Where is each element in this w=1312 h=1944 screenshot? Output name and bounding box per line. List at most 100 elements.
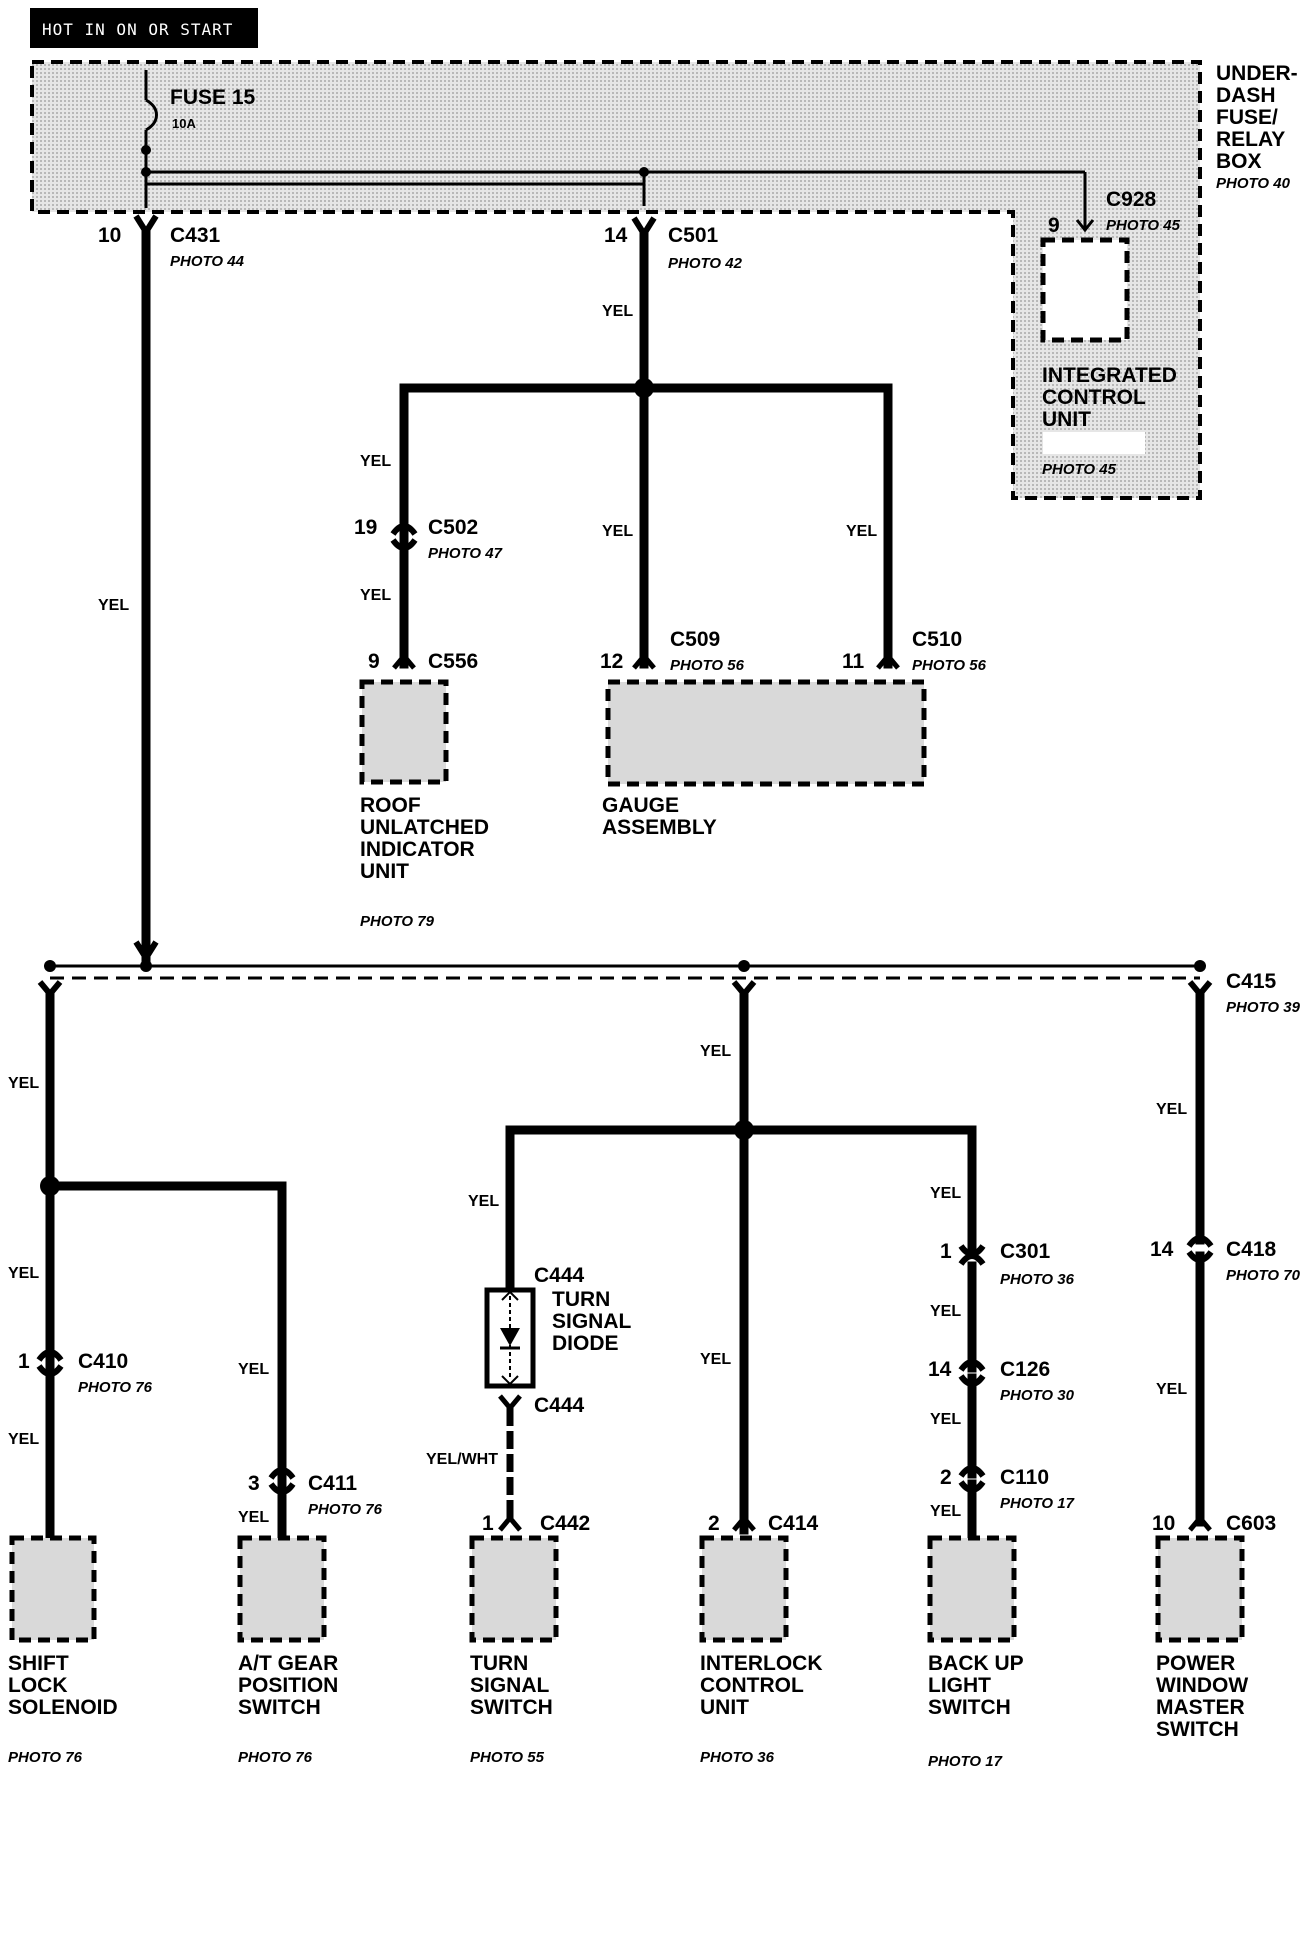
- c928-pin: 9: [1048, 214, 1060, 237]
- c444-bottom-name: C444: [534, 1394, 585, 1417]
- backup-label-3: SWITCH: [928, 1696, 1011, 1719]
- diode-label-2: SIGNAL: [552, 1310, 632, 1333]
- wire-label-backup-4: YEL: [930, 1503, 961, 1520]
- backup-label-1: BACK UP: [928, 1652, 1024, 1675]
- roof-label-1: ROOF: [360, 794, 421, 817]
- c418-connector: 14 C418 PHOTO 70: [1150, 1235, 1301, 1284]
- shift-label-2: LOCK: [8, 1674, 68, 1697]
- roof-unlatched-indicator-unit: ROOF UNLATCHED INDICATOR UNIT PHOTO 79: [359, 679, 489, 930]
- header-title: HOT IN ON OR START: [42, 20, 233, 39]
- integrated-control-unit: INTEGRATED CONTROL UNIT PHOTO 45: [1040, 237, 1177, 478]
- diode-icon: [500, 1328, 520, 1346]
- c509-pin: 12: [600, 650, 623, 673]
- wire-label-turn-1: YEL: [468, 1193, 499, 1210]
- c501-pin: 14: [604, 224, 628, 247]
- wire-label-at-2: YEL: [238, 1509, 269, 1526]
- c411-photo: PHOTO 76: [308, 1501, 383, 1518]
- roof-label-2: UNLATCHED: [360, 816, 489, 839]
- wire-label-shift-1: YEL: [8, 1075, 39, 1092]
- power-window-master-switch: POWER WINDOW MASTER SWITCH: [1155, 1535, 1248, 1741]
- c442-pin: 1: [482, 1512, 494, 1535]
- turn-signal-switch: TURN SIGNAL SWITCH PHOTO 55: [469, 1535, 559, 1766]
- c301-pin: 1: [940, 1240, 952, 1263]
- c414-name: C414: [768, 1512, 819, 1535]
- fuse-box-label-4: RELAY: [1216, 128, 1285, 151]
- tss-label-1: TURN: [470, 1652, 528, 1675]
- wire-label-roof-1: YEL: [360, 453, 391, 470]
- pw-label-2: WINDOW: [1156, 1674, 1248, 1697]
- c509-name: C509: [670, 628, 720, 651]
- c410-photo: PHOTO 76: [78, 1379, 153, 1396]
- fuse-box-label-2: DASH: [1216, 84, 1276, 107]
- wire-label-at-1: YEL: [238, 1361, 269, 1378]
- fuse-box-label-3: FUSE/: [1216, 106, 1278, 129]
- fuse-symbol-icon: [145, 98, 158, 132]
- c510-name: C510: [912, 628, 962, 651]
- at-photo: PHOTO 76: [238, 1749, 313, 1766]
- fuse-rating: 10A: [172, 116, 196, 131]
- c418-pin: 14: [1150, 1238, 1174, 1261]
- icu-label-3: UNIT: [1042, 408, 1091, 431]
- wire-label-c501: YEL: [602, 303, 633, 320]
- tss-photo: PHOTO 55: [470, 1749, 545, 1766]
- c603-name: C603: [1226, 1512, 1276, 1535]
- shift-lock-solenoid: SHIFT LOCK SOLENOID PHOTO 76: [8, 1535, 118, 1766]
- fuse-box-label-5: BOX: [1216, 150, 1262, 173]
- fuse-box-photo: PHOTO 40: [1216, 175, 1291, 192]
- c502-pin: 19: [354, 516, 377, 539]
- c501-photo: PHOTO 42: [668, 255, 743, 272]
- at-label-2: POSITION: [238, 1674, 338, 1697]
- interlock-label-2: CONTROL: [700, 1674, 804, 1697]
- roof-label-3: INDICATOR: [360, 838, 475, 861]
- diode-label-3: DIODE: [552, 1332, 619, 1355]
- tss-label-2: SIGNAL: [470, 1674, 550, 1697]
- c501-name: C501: [668, 224, 719, 247]
- c110-photo: PHOTO 17: [1000, 1495, 1075, 1512]
- wire-label-shift-3: YEL: [8, 1431, 39, 1448]
- roof-photo: PHOTO 79: [360, 913, 435, 930]
- c301-connector: 1 C301 PHOTO 36: [940, 1240, 1075, 1288]
- fuse-15: FUSE 15 10A: [141, 70, 256, 208]
- icu-label-1: INTEGRATED: [1042, 364, 1177, 387]
- shift-label-1: SHIFT: [8, 1652, 69, 1675]
- wire-label-backup-2: YEL: [930, 1303, 961, 1320]
- c431-photo: PHOTO 44: [170, 253, 245, 270]
- wire-label-mid-1: YEL: [700, 1043, 731, 1060]
- c301-name: C301: [1000, 1240, 1051, 1263]
- c126-pin: 14: [928, 1358, 952, 1381]
- c126-name: C126: [1000, 1358, 1050, 1381]
- c444-top-name: C444: [534, 1264, 585, 1287]
- c418-name: C418: [1226, 1238, 1277, 1261]
- c411-name: C411: [308, 1472, 357, 1495]
- fuse-box-label-1: UNDER-: [1216, 62, 1298, 85]
- c411-pin: 3: [248, 1472, 260, 1495]
- wire-label-c431: YEL: [98, 597, 129, 614]
- c110-name: C110: [1000, 1466, 1049, 1489]
- shift-label-3: SOLENOID: [8, 1696, 118, 1719]
- header-banner: HOT IN ON OR START: [30, 8, 258, 48]
- wire-label-c509: YEL: [602, 523, 633, 540]
- icu-photo: PHOTO 45: [1042, 461, 1117, 478]
- c301-photo: PHOTO 36: [1000, 1271, 1075, 1288]
- c418-photo: PHOTO 70: [1226, 1267, 1301, 1284]
- c415-photo: PHOTO 39: [1226, 999, 1301, 1016]
- c509-photo: PHOTO 56: [670, 657, 745, 674]
- c502-connector: 19 C502 PHOTO 47: [354, 516, 503, 562]
- c410-name: C410: [78, 1350, 128, 1373]
- gauge-label-2: ASSEMBLY: [602, 816, 717, 839]
- pw-label-3: MASTER: [1156, 1696, 1245, 1719]
- c928-name: C928: [1106, 188, 1157, 211]
- icu-label-2: CONTROL: [1042, 386, 1146, 409]
- turn-signal-diode: TURN SIGNAL DIODE: [484, 1287, 632, 1389]
- c928-photo: PHOTO 45: [1106, 217, 1181, 234]
- at-label-3: SWITCH: [238, 1696, 321, 1719]
- interlock-photo: PHOTO 36: [700, 1749, 775, 1766]
- wire-label-turn-2: YEL/WHT: [426, 1451, 498, 1468]
- backup-photo: PHOTO 17: [928, 1753, 1003, 1770]
- wire-label-pw-2: YEL: [1156, 1381, 1187, 1398]
- at-label-1: A/T GEAR: [238, 1652, 338, 1675]
- wire-label-pw-1: YEL: [1156, 1101, 1187, 1118]
- c110-connector: 2 C110 PHOTO 17: [940, 1465, 1075, 1512]
- c410-pin: 1: [18, 1350, 30, 1373]
- pw-label-1: POWER: [1156, 1652, 1235, 1675]
